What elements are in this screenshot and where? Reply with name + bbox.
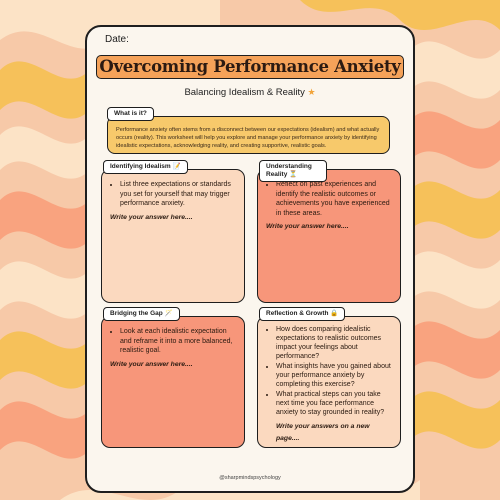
answer-prompt[interactable]: Write your answers on a new page....	[276, 423, 370, 442]
magic-wand-icon: 🪄	[164, 310, 173, 317]
bullet-item: What insights have you gained about your…	[276, 362, 392, 389]
notepad-icon: 📝	[172, 163, 181, 170]
section-tag-identifying-idealism: Identifying Idealism 📝	[103, 160, 188, 174]
lock-icon: 🔒	[330, 310, 339, 317]
bullet-list: List three expectations or standards you…	[110, 180, 236, 209]
section-identifying-idealism: List three expectations or standards you…	[101, 169, 245, 303]
bullet-item: List three expectations or standards you…	[120, 180, 236, 209]
hourglass-icon: ⏳	[289, 171, 298, 178]
bullet-item: How does comparing idealistic expectatio…	[276, 325, 392, 361]
footer-handle: @sharpmindspsychology	[219, 475, 281, 481]
page-title: Overcoming Performance Anxiety	[96, 55, 404, 79]
subtitle-text: Balancing Idealism & Reality	[184, 87, 305, 98]
section-tag-reflection-growth: Reflection & Growth 🔒	[259, 307, 346, 321]
section-tag-label: Identifying Idealism	[110, 163, 171, 170]
section-reflection-growth: How does comparing idealistic expectatio…	[257, 316, 401, 448]
bullet-item: What practical steps can you take next t…	[276, 390, 392, 417]
bullet-list: Reflect on past experiences and identify…	[266, 180, 392, 218]
intro-tag: What is it?	[107, 107, 154, 121]
date-label: Date:	[105, 34, 129, 45]
answer-prompt[interactable]: Write your answer here....	[266, 223, 349, 231]
section-tag-bridging-the-gap: Bridging the Gap 🪄	[103, 307, 180, 321]
section-tag-label: Bridging the Gap	[110, 310, 163, 317]
bullet-list: Look at each idealistic expectation and …	[110, 327, 236, 356]
intro-box: Performance anxiety often stems from a d…	[107, 116, 390, 154]
subtitle: Balancing Idealism & Reality ★	[87, 87, 413, 98]
star-icon: ★	[307, 87, 316, 97]
section-understanding-reality: Reflect on past experiences and identify…	[257, 169, 401, 303]
bullet-item: Reflect on past experiences and identify…	[276, 180, 392, 218]
answer-prompt[interactable]: Write your answer here....	[110, 213, 193, 221]
bullet-item: Look at each idealistic expectation and …	[120, 327, 236, 356]
section-tag-label: Reflection & Growth	[266, 310, 329, 317]
section-tag-label: Understanding Reality	[266, 163, 312, 178]
intro-text: Performance anxiety often stems from a d…	[116, 127, 380, 149]
section-tag-understanding-reality: Understanding Reality ⏳	[259, 160, 327, 182]
worksheet-page: Date: Overcoming Performance Anxiety Bal…	[85, 25, 415, 493]
section-bridging-the-gap: Look at each idealistic expectation and …	[101, 316, 245, 448]
bullet-list: How does comparing idealistic expectatio…	[266, 325, 392, 417]
answer-prompt[interactable]: Write your answer here....	[110, 360, 193, 368]
